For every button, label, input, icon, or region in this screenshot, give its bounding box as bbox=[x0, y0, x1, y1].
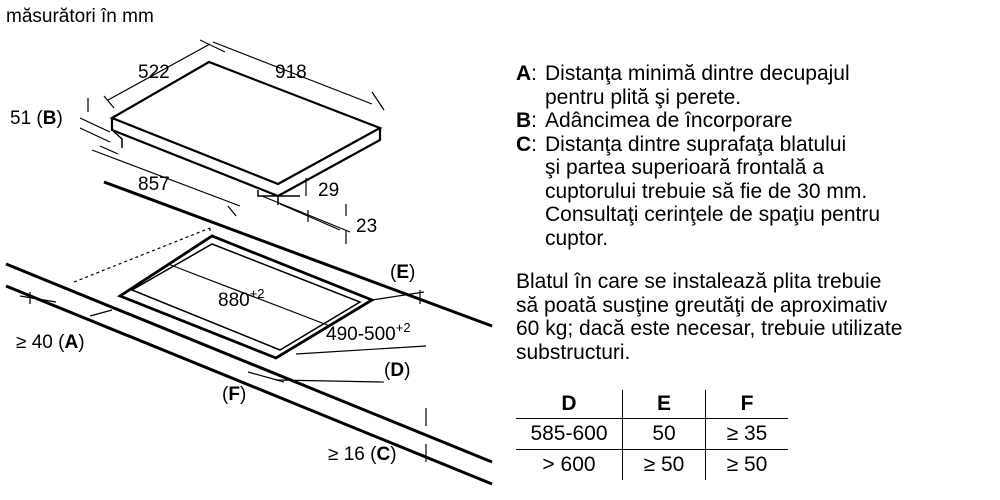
e-key: E bbox=[396, 262, 409, 283]
installation-diagram: măsurători în mm bbox=[5, 6, 493, 486]
table-cell: 585-600 bbox=[516, 418, 623, 450]
front-width-value: 857 bbox=[138, 174, 170, 195]
depth-top-value: 522 bbox=[138, 62, 170, 83]
cutout-depth-value: 490-500 bbox=[326, 324, 396, 345]
table-cell: ≥ 50 bbox=[705, 449, 788, 480]
table-header-e: E bbox=[622, 390, 706, 419]
e-label: (E) bbox=[390, 262, 415, 283]
dimension-lines-top bbox=[79, 39, 385, 244]
legend-c-line: Consultaţi cerinţele de spaţiu pentru bbox=[545, 203, 881, 226]
f-key: F bbox=[228, 384, 240, 405]
cutout-width-value: 880 bbox=[218, 290, 250, 311]
legend: A: Distanţa minimă dintre decupajul pent… bbox=[516, 62, 986, 250]
legend-c-line: cuptor. bbox=[545, 226, 609, 250]
note-line: substructuri. bbox=[516, 340, 631, 364]
c-close: ) bbox=[390, 444, 396, 465]
table-cell: ≥ 50 bbox=[622, 449, 706, 480]
table-cell: > 600 bbox=[542, 453, 596, 476]
table-header-d: D bbox=[516, 390, 623, 419]
legend-c-line: Distanţa dintre suprafaţa blatului bbox=[545, 132, 847, 156]
weight-note: Blatul în care se instalează plita trebu… bbox=[516, 270, 986, 364]
cutout-width-tolerance: +2 bbox=[250, 286, 265, 301]
a-close: ) bbox=[78, 332, 84, 353]
a-dimension-label: ≥ 40 (A) bbox=[16, 332, 85, 353]
note-line: 60 kg; dacă este necesar, trebuie utiliz… bbox=[516, 317, 903, 340]
f-label: (F) bbox=[222, 384, 246, 405]
dimensions-table: D E F 585-600 50 ≥ 35 > 600 ≥ 50 ≥ 50 bbox=[516, 390, 788, 480]
table-cell: 50 bbox=[622, 418, 706, 450]
cooktop bbox=[109, 60, 383, 205]
table-cell: ≥ 35 bbox=[705, 418, 788, 450]
thickness-a-value: 29 bbox=[318, 180, 339, 201]
c-key: C bbox=[376, 444, 390, 465]
units-label: măsurători în mm bbox=[6, 6, 154, 27]
legend-item-a: A: Distanţa minimă dintre decupajul pent… bbox=[516, 62, 986, 109]
b-value: 51 ( bbox=[10, 108, 43, 129]
legend-a-line: pentru plită şi perete. bbox=[545, 85, 742, 109]
a-value: ≥ 40 ( bbox=[16, 332, 65, 353]
d-key: D bbox=[390, 360, 404, 381]
legend-separator: : bbox=[531, 62, 538, 85]
d-label: (D) bbox=[384, 360, 410, 381]
table-row: > 600 ≥ 50 ≥ 50 bbox=[516, 449, 788, 480]
a-key: A bbox=[64, 332, 78, 353]
legend-key-b: B bbox=[516, 109, 532, 132]
countertop bbox=[5, 180, 493, 486]
legend-key-c: C bbox=[516, 132, 532, 156]
note-line: Blatul în care se instalează plita trebu… bbox=[516, 270, 882, 293]
legend-b-line: Adâncimea de încorporare bbox=[545, 109, 793, 132]
legend-c-line: cuptorului trebuie să fie de 30 mm. bbox=[545, 179, 868, 203]
legend-key-a: A bbox=[516, 62, 532, 85]
table-row: 585-600 50 ≥ 35 bbox=[516, 418, 788, 450]
legend-separator: : bbox=[531, 132, 538, 156]
b-key: B bbox=[43, 108, 57, 129]
dimension-lines-cutout bbox=[19, 263, 427, 462]
legend-separator: : bbox=[531, 109, 538, 132]
table-header-f: F bbox=[705, 390, 788, 419]
cutout-depth-label: 490-500+2 bbox=[326, 320, 411, 345]
b-close: ) bbox=[56, 108, 62, 129]
legend-item-b: B: Adâncimea de încorporare bbox=[516, 109, 986, 133]
b-dimension-label: 51 (B) bbox=[10, 108, 63, 129]
legend-a-line: Distanţa minimă dintre decupajul bbox=[545, 62, 850, 85]
cutout-depth-tolerance: +2 bbox=[396, 320, 411, 335]
width-top-value: 918 bbox=[275, 62, 307, 83]
table-header-row: D E F bbox=[516, 390, 788, 419]
note-line: să poată susţine greutăţi de aproximativ bbox=[516, 293, 888, 317]
cutout-width-label: 880+2 bbox=[218, 286, 265, 311]
legend-item-c: C: Distanţa dintre suprafaţa blatului şi… bbox=[516, 133, 986, 251]
c-dimension-label: ≥ 16 (C) bbox=[328, 444, 397, 465]
legend-c-line: şi partea superioară frontală a bbox=[545, 156, 824, 179]
c-value: ≥ 16 ( bbox=[328, 444, 377, 465]
thickness-b-value: 23 bbox=[356, 216, 377, 237]
